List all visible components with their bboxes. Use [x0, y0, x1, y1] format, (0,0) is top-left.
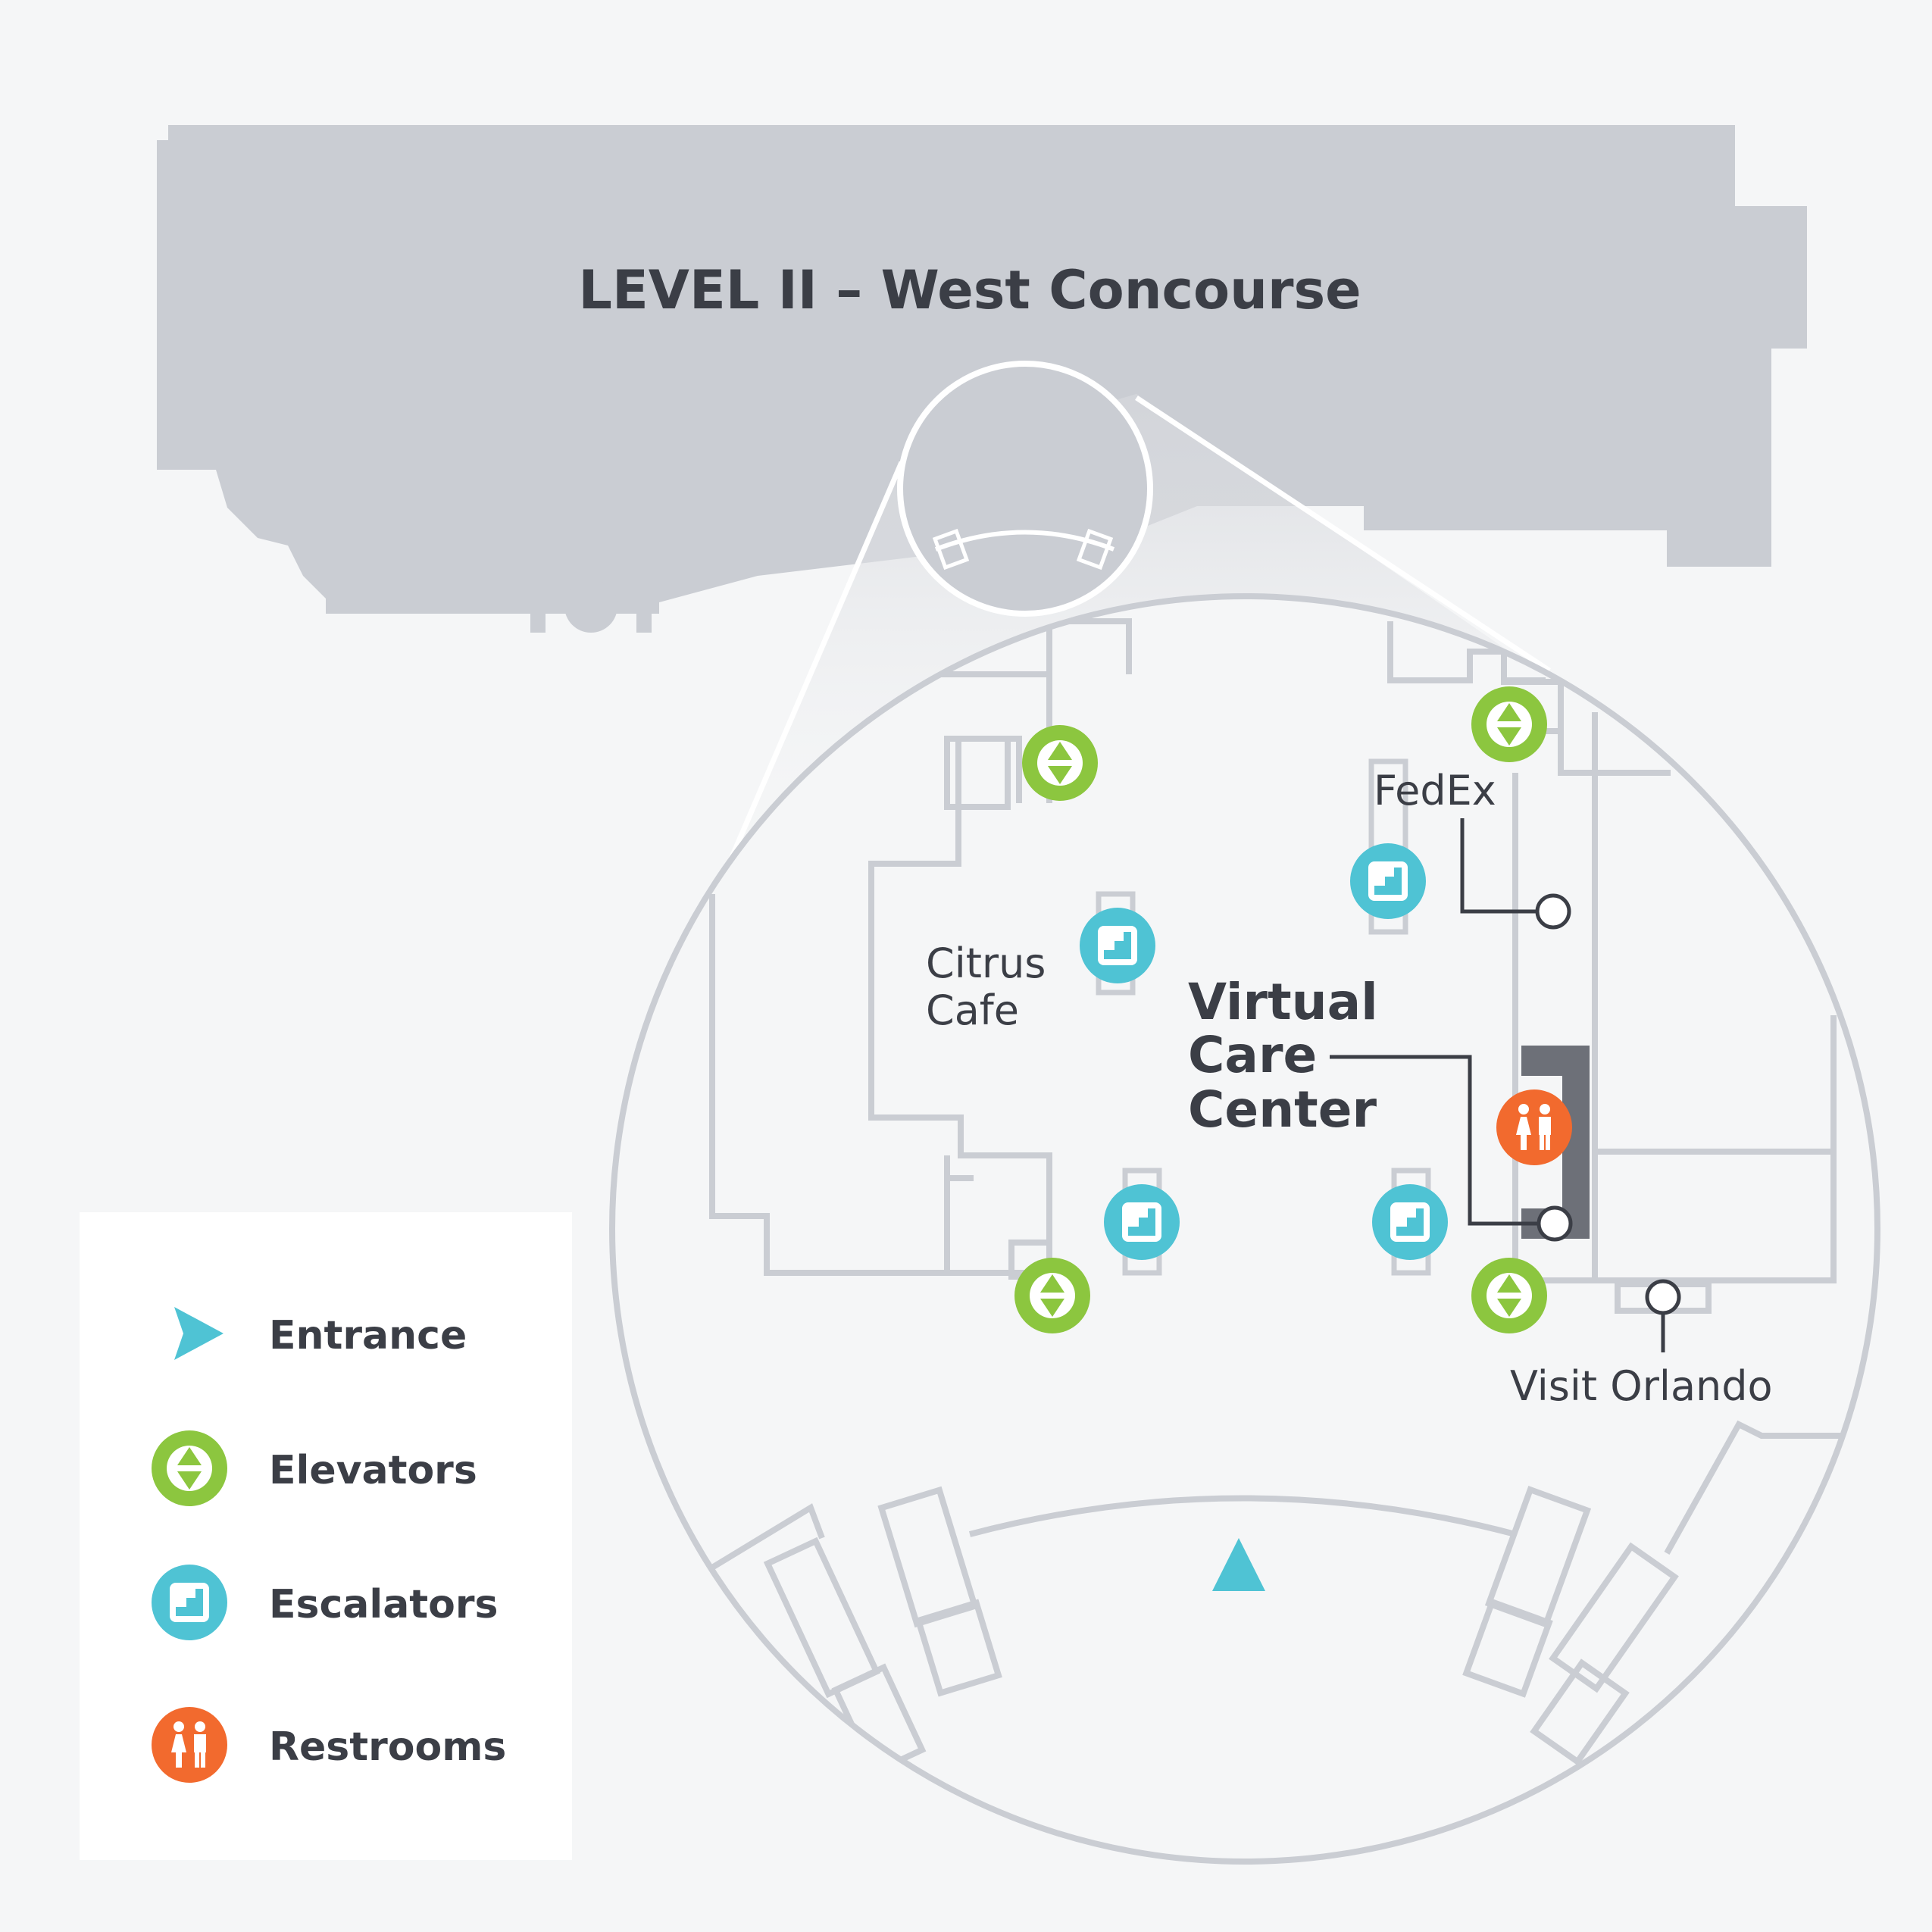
- label-visit-orlando: Visit Orlando: [1510, 1362, 1773, 1410]
- entrance-icon: [174, 1307, 224, 1360]
- legend-item-restrooms: Restrooms: [80, 1703, 572, 1787]
- escalator-icon: [152, 1565, 227, 1640]
- pin-visit-orlando: [1645, 1279, 1681, 1315]
- label-vcc-line1: Virtual: [1188, 973, 1378, 1031]
- leader-virtual-care-center: [1330, 1055, 1573, 1242]
- elevator-icon: [1471, 1258, 1547, 1333]
- zoom-lens-small: [897, 361, 1153, 617]
- pin-fedex: [1535, 893, 1571, 930]
- elevator-icon: [1014, 1258, 1090, 1333]
- zoom-line-right: [1135, 395, 1551, 673]
- restroom-icon: [1496, 1089, 1572, 1165]
- elevator-icon: [152, 1430, 227, 1506]
- leader-visit-orlando: [1645, 1279, 1681, 1352]
- map-legend: Entrance Elevators Escalators Restr: [80, 1212, 572, 1860]
- elevator-icon: [1022, 725, 1098, 801]
- label-vcc-line3: Center: [1188, 1080, 1377, 1139]
- escalator-icon: [1080, 908, 1155, 983]
- legend-label-entrance: Entrance: [269, 1313, 467, 1358]
- label-citrus-cafe-line1: Citrus: [926, 939, 1046, 987]
- escalator-icon: [1350, 843, 1426, 919]
- escalator-icon: [1104, 1184, 1180, 1260]
- label-citrus-cafe-line2: Cafe: [926, 986, 1019, 1034]
- zoom-circle: [609, 593, 1880, 1865]
- restroom-icon: [152, 1707, 227, 1783]
- map-title: LEVEL II – West Concourse: [578, 259, 1361, 321]
- leader-fedex: [1460, 818, 1571, 930]
- escalator-icon: [1372, 1184, 1448, 1260]
- zoom-line-left: [713, 461, 905, 896]
- legend-label-restrooms: Restrooms: [269, 1724, 507, 1770]
- label-fedex: FedEx: [1374, 767, 1496, 814]
- entrance-icon: [1212, 1538, 1265, 1591]
- legend-label-elevators: Elevators: [269, 1448, 477, 1493]
- pin-virtual-care-center: [1537, 1205, 1573, 1242]
- legend-item-escalators: Escalators: [80, 1561, 572, 1644]
- label-vcc-line2: Care: [1188, 1026, 1317, 1084]
- legend-item-elevators: Elevators: [80, 1427, 572, 1510]
- legend-label-escalators: Escalators: [269, 1582, 499, 1627]
- elevator-icon: [1471, 686, 1547, 762]
- legend-item-entrance: Entrance: [80, 1292, 572, 1375]
